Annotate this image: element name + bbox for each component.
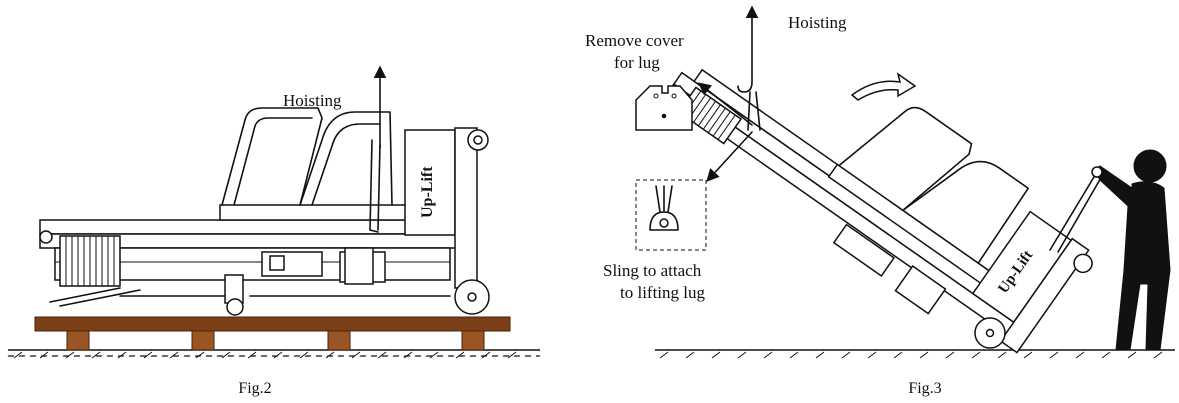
fig2-brand-text: Up-Lift bbox=[419, 166, 436, 218]
fig3-remove-cover-label-line1: Remove cover bbox=[585, 31, 684, 50]
fig3-sling-label-line2: to lifting lug bbox=[620, 283, 706, 302]
fig3-cover-pointer-arrow bbox=[697, 82, 753, 126]
fig2-wooden-pallet bbox=[34, 316, 511, 351]
fig3-ground bbox=[655, 349, 1175, 359]
fig2-lift-machine: Up-Lift bbox=[39, 107, 490, 316]
fig3-caption: Fig.3 bbox=[908, 380, 941, 397]
fig3-lug-cover-icon bbox=[635, 85, 693, 131]
fig2-caption: Fig.2 bbox=[238, 380, 271, 397]
fig3-hoisting-label: Hoisting bbox=[788, 13, 847, 32]
fig2-hoisting-label: Hoisting bbox=[283, 91, 342, 110]
fig2-spring-stack bbox=[59, 235, 121, 287]
fig3-panel: Up-Lift Hoisting Remove cover for lug bbox=[585, 5, 1175, 397]
fig3-remove-cover-label-line2: for lug bbox=[614, 53, 660, 72]
fig2-ground bbox=[7, 349, 541, 359]
fig2-panel: Up-Lift bbox=[7, 65, 541, 397]
fig3-sling-detail-icon bbox=[635, 179, 707, 251]
fig3-hoist-hook bbox=[737, 5, 761, 131]
fig3-lift-machine: Up-Lift bbox=[664, 68, 1093, 354]
fig3-person-silhouette bbox=[1049, 149, 1171, 351]
fig3-rotation-arrow bbox=[850, 72, 917, 101]
fig3-sling-label-line1: Sling to attach bbox=[603, 261, 702, 280]
fig3-sling-pointer-arrow bbox=[706, 131, 753, 182]
